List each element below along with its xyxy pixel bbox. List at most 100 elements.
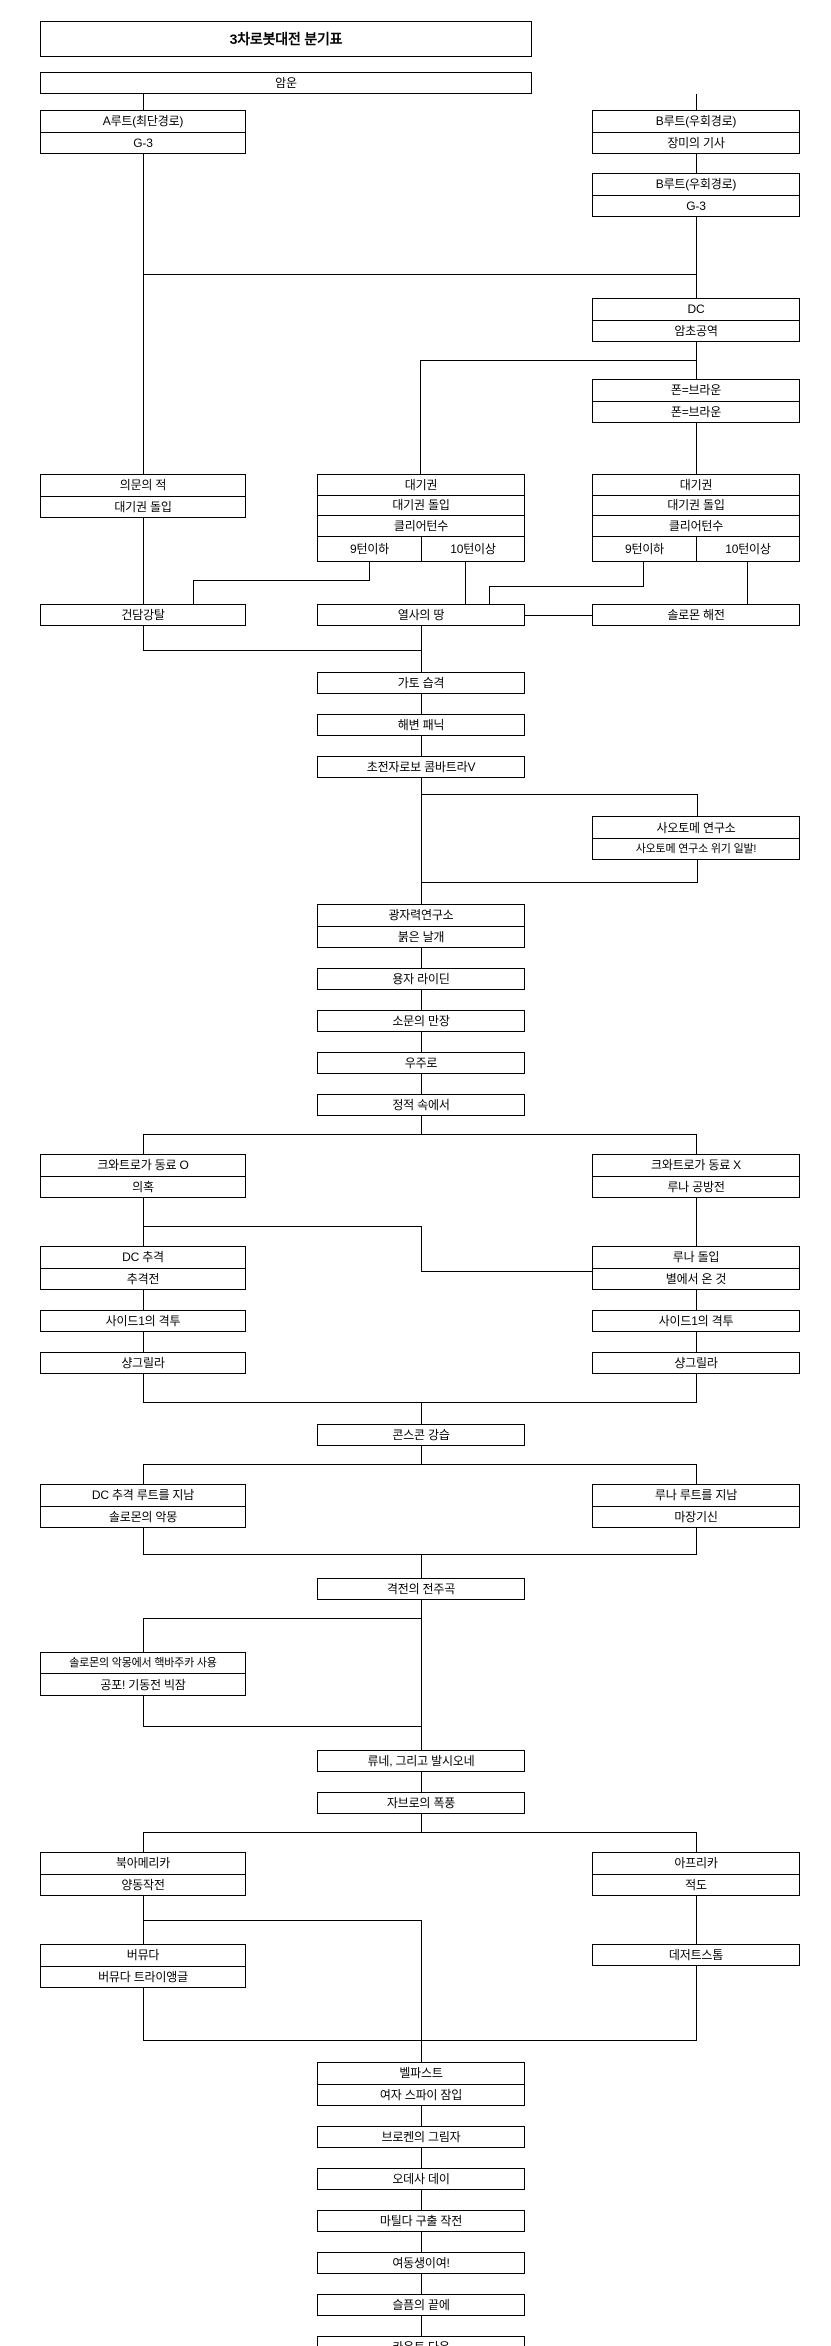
connector-dcroute-down <box>143 1528 144 1554</box>
node-a-route-line2: G-3 <box>41 131 245 154</box>
connector-broute1-broute2 <box>696 154 697 173</box>
node-desert-land: 열사의 땅 <box>317 604 525 626</box>
node-dc: DC 암초공역 <box>592 298 800 342</box>
node-dc-line1: DC <box>687 302 705 317</box>
node-atmosphere-mid-line1: 대기권 <box>404 477 438 492</box>
node-mystery-enemy: 의문의 적 대기권 돌입 <box>40 474 246 518</box>
node-phone-brown-line2: 폰=브라운 <box>593 400 799 423</box>
node-dc-chase-line2: 추격전 <box>41 1267 245 1290</box>
node-beach-panic-label: 해변 패닉 <box>397 718 445 732</box>
connector-side1-shangrila-left <box>143 1332 144 1352</box>
node-conscon-assault-label: 콘스콘 강습 <box>392 1428 450 1442</box>
connector-broute2-down <box>696 217 697 274</box>
connector-merge-horizontal <box>143 274 697 275</box>
node-matilda-rescue-label: 마틸다 구출 작전 <box>379 2214 463 2228</box>
node-luna-route-passed-line2: 마장기신 <box>593 1505 799 1528</box>
node-phone-brown-line1: 폰=브라운 <box>670 383 722 398</box>
node-mystery-enemy-line1: 의문의 적 <box>119 478 167 493</box>
connector-conscon-split <box>143 1464 697 1465</box>
node-a-route-line1: A루트(최단경로) <box>102 114 184 129</box>
node-quattro-ally-x-line1: 크와트로가 동료 X <box>651 1158 741 1173</box>
node-belfast: 벨파스트 여자 스파이 잠입 <box>317 2062 525 2106</box>
connector-jaburo-split <box>143 1832 697 1833</box>
node-beach-panic: 해변 패닉 <box>317 714 525 736</box>
node-dc-line2: 암초공역 <box>593 319 799 342</box>
node-conscon-assault: 콘스콘 강습 <box>317 1424 525 1446</box>
node-atmosphere-mid-line2: 대기권 돌입 <box>318 494 524 516</box>
node-solomon-sea-battle: 솔로몬 해전 <box>592 604 800 626</box>
node-quattro-ally-x: 크와트로가 동료 X 루나 공방전 <box>592 1154 800 1198</box>
connector-quattro-x-down <box>696 1198 697 1246</box>
node-my-sister-label: 여동생이여! <box>392 2256 450 2270</box>
node-b-route-1: B루트(우회경로) 장미의 기사 <box>592 110 800 154</box>
connector-desert-down <box>421 626 422 672</box>
option-9turns-or-less-mid: 9턴이하 <box>350 542 389 557</box>
node-rumor-manzyo-label: 소문의 만장 <box>392 1014 450 1028</box>
node-bigzam-nuke-line1: 솔로몬의 악몽에서 핵바주카 사용 <box>69 1656 217 1669</box>
node-jaburo-storm-label: 자브로의 폭풍 <box>386 1796 456 1810</box>
connector-africa-down <box>696 1896 697 1944</box>
node-dc-route-passed-line2: 솔로몬의 악몽 <box>41 1505 245 1528</box>
node-b-route-2-line1: B루트(우회경로) <box>655 177 737 192</box>
node-north-america: 북아메리카 양동작전 <box>40 1852 246 1896</box>
connector-split-lunaroute <box>696 1464 697 1484</box>
node-dc-chase-line1: DC 추격 <box>122 1250 164 1265</box>
connector-brocken-odessa <box>421 2148 422 2168</box>
connector-desert-solomon <box>525 615 592 616</box>
node-atmosphere-right: 대기권 대기권 돌입 클리어턴수 9턴이하 10턴이상 <box>592 474 800 562</box>
node-lune-valsione-label: 류네, 그리고 발시오네 <box>367 1754 475 1768</box>
node-photon-lab: 광자력연구소 붉은 날개 <box>317 904 525 948</box>
connector-split-namerica <box>143 1832 144 1852</box>
node-dc-chase: DC 추격 추격전 <box>40 1246 246 1290</box>
node-b-route-2: B루트(우회경로) G-3 <box>592 173 800 217</box>
connector-bigzam-out-down <box>143 1696 144 1726</box>
node-side1-battle-right-label: 사이드1의 격투 <box>658 1314 734 1328</box>
option-10turns-or-more-right: 10턴이상 <box>696 536 799 561</box>
node-shangrila-right-label: 샹그릴라 <box>674 1356 718 1370</box>
node-count-down-label: 카운트 다운 <box>318 2337 524 2346</box>
connector-bermuda-merge <box>143 2040 697 2041</box>
connector-amun-right <box>696 94 697 110</box>
node-combattler-v: 초전자로보 콤바트라V <box>317 756 525 778</box>
connector-bigzam-out <box>143 1726 422 1727</box>
connector-namerica-bridge <box>143 1920 422 1921</box>
connector-matilda-sister <box>421 2232 422 2252</box>
node-rumor-manzyo: 소문의 만장 <box>317 1010 525 1032</box>
node-quattro-ally-o: 크와트로가 동료 O 의혹 <box>40 1154 246 1198</box>
node-africa-line2: 적도 <box>593 1873 799 1896</box>
node-north-america-line2: 양동작전 <box>41 1873 245 1896</box>
node-quattro-ally-o-line1: 크와트로가 동료 O <box>97 1158 189 1173</box>
node-bigzam-nuke: 솔로몬의 악몽에서 핵바주카 사용 공포! 기동전 빅잠 <box>40 1652 246 1696</box>
connector-merge-to-belfast <box>421 2040 422 2062</box>
connector-bigzam-in <box>143 1618 422 1619</box>
connector-lunaroute-down <box>696 1528 697 1554</box>
node-luna-entry: 루나 돌입 별에서 온 것 <box>592 1246 800 1290</box>
connector-mid9-down <box>369 562 370 580</box>
connector-conscon-down <box>421 1446 422 1464</box>
connector-merge-to-prelude <box>421 1554 422 1578</box>
connector-quattro-o-down <box>143 1198 144 1226</box>
node-africa: 아프리카 적도 <box>592 1852 800 1896</box>
node-shangrila-left: 샹그릴라 <box>40 1352 246 1374</box>
connector-bigzam-in-down <box>143 1618 144 1652</box>
connector-namerica-down <box>143 1896 144 1920</box>
connector-mid9-left <box>193 580 370 581</box>
connector-routes-merge <box>143 1554 697 1555</box>
node-gundam-steal: 건담강탈 <box>40 604 246 626</box>
node-belfast-line2: 여자 스파이 잠입 <box>318 2083 524 2106</box>
node-side1-battle-left: 사이드1의 격투 <box>40 1310 246 1332</box>
node-b-route-1-line1: B루트(우회경로) <box>655 114 737 129</box>
node-phone-brown: 폰=브라운 폰=브라운 <box>592 379 800 423</box>
connector-dc-to-mid <box>420 360 421 474</box>
node-raideen: 용자 라이딘 <box>317 968 525 990</box>
node-kato-raid-label: 가토 습격 <box>397 676 445 690</box>
connector-gundam-merge <box>143 650 422 651</box>
connector-phone-down <box>696 423 697 474</box>
connector-photon-raideen <box>421 948 422 968</box>
node-dc-route-passed-line1: DC 추격 루트를 지남 <box>91 1488 195 1503</box>
connector-sorrow-countdown <box>421 2316 422 2336</box>
node-saotome-lab-line2: 사오토메 연구소 위기 일발! <box>593 838 799 859</box>
node-atmosphere-mid-options: 9턴이하 10턴이상 <box>318 535 524 561</box>
connector-silence-split <box>143 1134 697 1135</box>
node-desert-storm-label: 데저트스톰 <box>668 1948 724 1962</box>
